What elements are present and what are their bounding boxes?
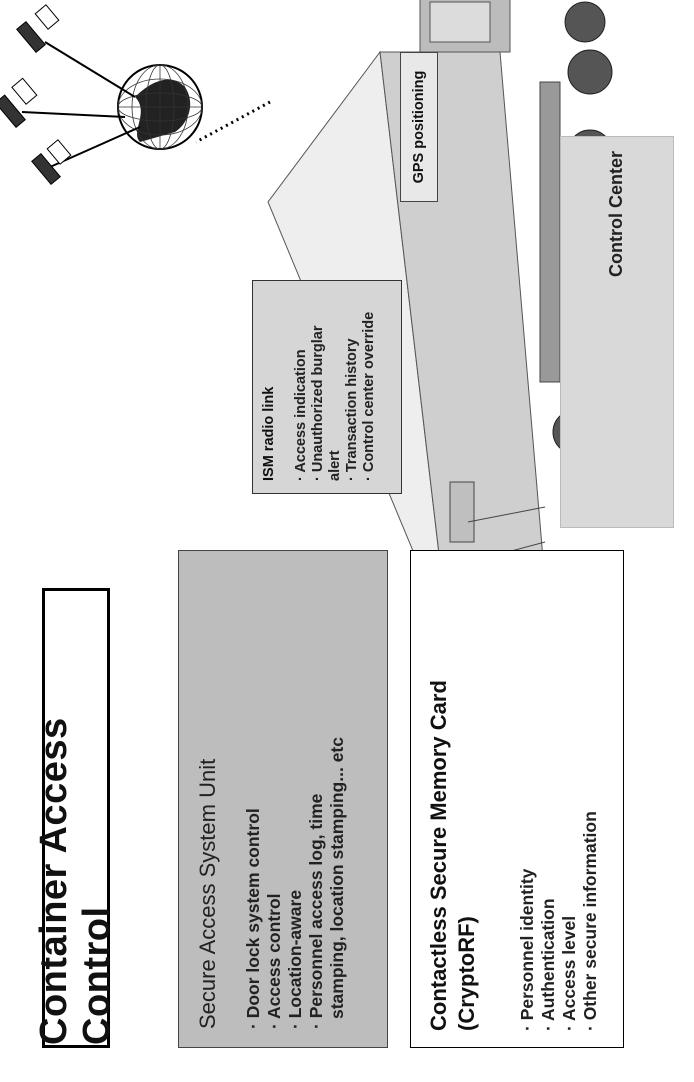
ism-list: · Access indication · Unauthorized burgl…	[293, 293, 378, 481]
list-item: · Access indication	[293, 293, 310, 481]
secure-unit-list: · Door lock system control · Access cont…	[243, 569, 348, 1029]
ism-heading: ISM radio link	[261, 293, 277, 481]
list-item: · Unauthorized burglar alert	[310, 293, 344, 481]
list-item: · Authentication	[538, 567, 559, 1031]
list-item: · Location-aware	[285, 569, 306, 1029]
list-item: · Door lock system control	[243, 569, 264, 1029]
list-item: · Control center override	[361, 293, 378, 481]
secure-unit-heading: Secure Access System Unit	[195, 569, 221, 1029]
contactless-card-box: Contactless Secure Memory Card (CryptoRF…	[410, 550, 624, 1048]
page-title: Container Access Control	[33, 591, 119, 1045]
list-item: · Access control	[264, 569, 285, 1029]
ism-radio-box: ISM radio link · Access indication · Una…	[252, 280, 402, 494]
gps-positioning-box: GPS positioning	[400, 52, 438, 202]
secure-access-unit-box: Secure Access System Unit · Door lock sy…	[178, 550, 388, 1048]
title-box: Container Access Control	[42, 588, 110, 1048]
control-center-box: Control Center	[560, 136, 674, 528]
card-heading-line1: Contactless Secure Memory Card	[425, 567, 453, 1031]
card-list: · Personnel identity · Authentication · …	[517, 567, 601, 1031]
list-item: · Access level	[559, 567, 580, 1031]
list-item: stamping, location stamping... etc	[327, 569, 348, 1029]
card-heading: Contactless Secure Memory Card (CryptoRF…	[425, 567, 481, 1031]
list-item: · Transaction history	[344, 293, 361, 481]
satellite-icon	[0, 5, 71, 185]
gps-label: GPS positioning	[411, 71, 427, 184]
list-item: · Personnel access log, time	[306, 569, 327, 1029]
control-center-label: Control Center	[606, 151, 627, 277]
card-heading-line2: (CryptoRF)	[453, 567, 481, 1031]
list-item: · Personnel identity	[517, 567, 538, 1031]
list-item: · Other secure information	[580, 567, 601, 1031]
